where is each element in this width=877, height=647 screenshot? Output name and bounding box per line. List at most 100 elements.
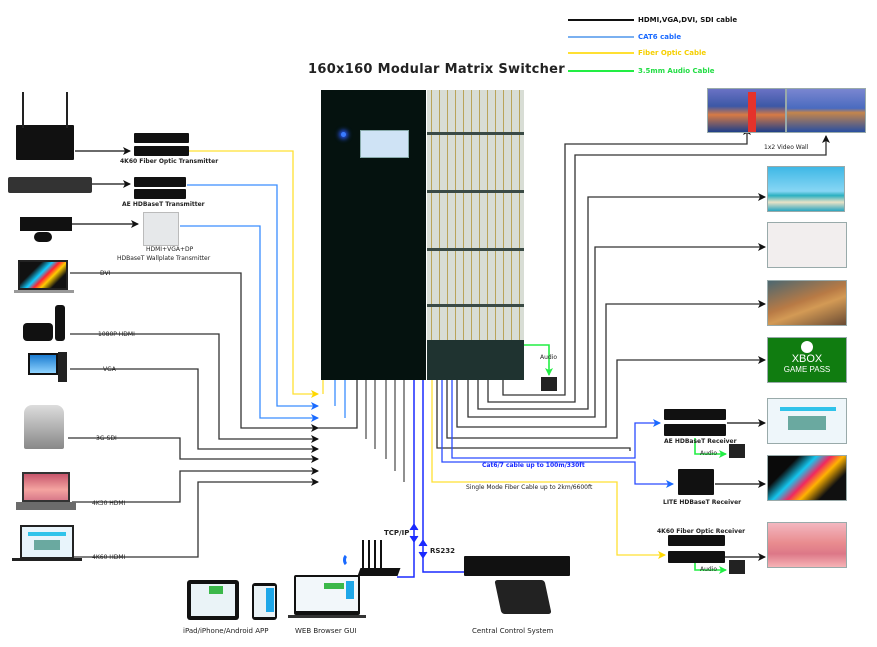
- legend-label: Fiber Optic Cable: [638, 49, 707, 57]
- wire-rs232: [422, 380, 466, 573]
- legend-item-av-cable: HDMI,VGA,DVI, SDI cable: [568, 15, 737, 25]
- central-control-unit: [464, 556, 570, 576]
- wire-out-videowall-1: [502, 127, 751, 396]
- wire-out-tv-1: [477, 193, 766, 410]
- audio-label-fiber-receiver: Audio: [700, 566, 718, 573]
- audio-label-ae-receiver: Audio: [700, 450, 718, 457]
- matrix-rear-panel: [427, 90, 524, 380]
- display-tv-meeting-room: [767, 280, 847, 326]
- speaker-icon: [541, 377, 557, 391]
- speaker-icon: [729, 444, 745, 458]
- connector-label-1080p: 1080P HDMI: [98, 331, 135, 338]
- cat-cable-note: Cat6/7 cable up to 100m/330ft: [482, 462, 585, 469]
- legend-swatch: [568, 36, 634, 38]
- wire-out-tv-3: [456, 300, 766, 428]
- wire-out-tv-2: [467, 243, 766, 418]
- legend-item-cat6: CAT6 cable: [568, 32, 681, 42]
- rs232-label: RS232: [430, 547, 456, 555]
- source-apple-tv: [23, 323, 53, 341]
- wire-4k30: [72, 467, 319, 503]
- lite-hdbaset-receiver-label: LITE HDBaseT Receiver: [663, 499, 742, 506]
- xbox-text: XBOX: [791, 353, 823, 365]
- web-browser-laptop: [294, 575, 360, 615]
- display-tv-beach: [767, 166, 845, 212]
- connector-label-4k30: 4K30 HDMI: [92, 500, 126, 507]
- wire-dvi: [70, 272, 319, 432]
- wire-out-misc: [436, 380, 631, 451]
- ae-hdbaset-transmitter: [134, 177, 186, 187]
- central-control-label: Central Control System: [472, 627, 554, 635]
- legend-label: HDMI,VGA,DVI, SDI cable: [638, 16, 738, 24]
- wire-vga: [70, 368, 319, 453]
- ae-hdbaset-receiver: [664, 409, 726, 420]
- fiber-transmitter: [134, 133, 189, 143]
- legend-swatch: [568, 52, 634, 54]
- ae-hdbaset-transmitter-label: AE HDBaseT Transmitter: [122, 201, 205, 208]
- controller-icon: [34, 232, 52, 242]
- fiber-receiver-label: 4K60 Fiber Optic Receiver: [657, 528, 746, 535]
- wire-audio-rx-3: [694, 563, 727, 574]
- wallplate-transmitter: [143, 212, 179, 246]
- wifi-icon: [343, 553, 355, 567]
- wire-out-videowall-2: [487, 135, 830, 403]
- legend-swatch: [568, 19, 634, 21]
- wire-audio-rx-1: [694, 438, 727, 458]
- wire-audio-matrix: [523, 344, 553, 376]
- display-tv-products: [767, 222, 847, 268]
- source-desktop-pc: [28, 353, 58, 375]
- source-wireless-device: [16, 125, 74, 160]
- audio-label-matrix: Audio: [540, 354, 558, 361]
- antenna-icon: [66, 92, 68, 128]
- connector-label-dvi: DVI: [100, 270, 111, 277]
- antenna-icon: [22, 92, 24, 128]
- wire-cat6-in-2: [180, 225, 319, 422]
- fiber-receiver: [668, 535, 725, 546]
- wallplate-transmitter-label: HDBaseT Wallplate Transmitter: [117, 255, 211, 262]
- display-tv-sunset: [767, 522, 847, 568]
- source-ptz-camera: [24, 405, 64, 449]
- fiber-cable-note: Single Mode Fiber Cable up to 2km/6600ft: [466, 484, 593, 491]
- web-gui-label: WEB Browser GUI: [295, 627, 357, 635]
- game-pass-text: GAME PASS: [783, 365, 831, 374]
- antenna-icon: [374, 540, 376, 568]
- xbox-logo-icon: [801, 341, 813, 353]
- wire-cat-rx-1: [451, 380, 661, 459]
- tcpip-label: TCP/IP: [384, 529, 410, 537]
- display-tv-control-ui: [767, 398, 847, 444]
- wire-tcpip: [397, 380, 415, 578]
- remote-icon: [55, 305, 65, 341]
- legend-swatch: [568, 70, 634, 72]
- source-xbox-console: [20, 217, 72, 231]
- bridge-tower-icon: [748, 92, 756, 132]
- wire-4k60: [70, 478, 319, 558]
- video-wall-left: [707, 88, 786, 133]
- source-bluray-player: [8, 177, 92, 193]
- tablet-app: [187, 580, 239, 620]
- phone-app: [252, 583, 277, 620]
- legend-item-audio: 3.5mm Audio Cable: [568, 66, 715, 76]
- display-tv-abstract: [767, 455, 847, 501]
- wire-fiber-out: [431, 380, 666, 559]
- connector-label-3gsdi: 3G-SDI: [96, 435, 117, 442]
- display-tv-xbox: XBOX GAME PASS: [767, 337, 847, 383]
- ae-hdbaset-receiver-label: AE HDBaseT Receiver: [664, 438, 737, 445]
- wire-out-tv-4: [446, 356, 766, 439]
- video-wall-right: [786, 88, 866, 133]
- legend-label: CAT6 cable: [638, 33, 682, 41]
- wire-cat6-in-1: [187, 184, 319, 410]
- source-laptop: [22, 472, 70, 502]
- matrix-power-led: [341, 132, 346, 137]
- router: [357, 568, 401, 576]
- antenna-icon: [362, 540, 364, 568]
- connector-label-4k60: 4K60 HDMI: [92, 554, 126, 561]
- wire-1080p: [70, 333, 319, 443]
- connector-label-vga: VGA: [103, 366, 116, 373]
- matrix-switcher: [321, 90, 524, 380]
- wire-fiber-in: [189, 150, 319, 398]
- source-macbook: [18, 260, 68, 290]
- diagram-title: 160x160 Modular Matrix Switcher: [308, 62, 566, 77]
- wire-3gsdi: [68, 437, 319, 463]
- antenna-icon: [380, 540, 382, 568]
- control-keypad: [494, 580, 552, 614]
